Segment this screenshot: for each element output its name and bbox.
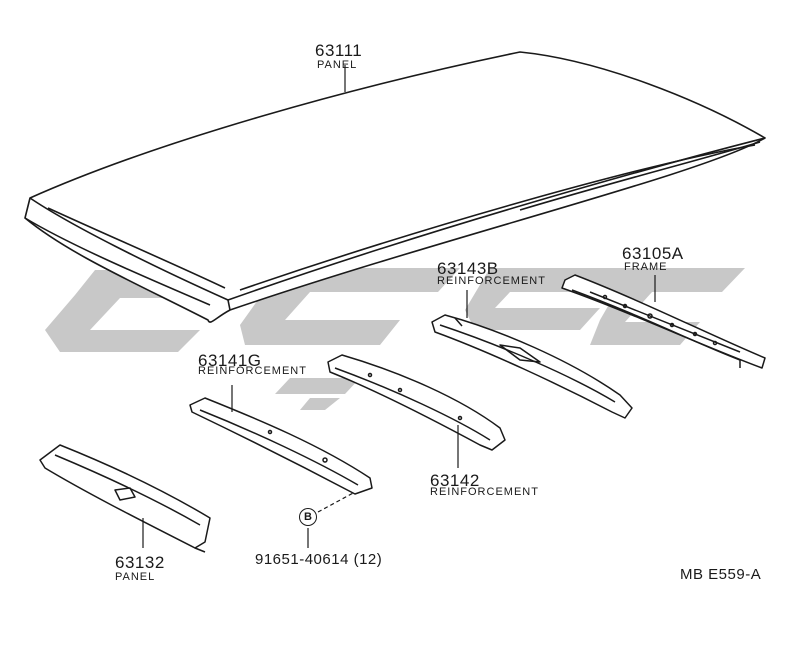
part-name-63105a: FRAME bbox=[624, 261, 668, 273]
panel-63132 bbox=[39, 444, 211, 553]
part-name-63132: PANEL bbox=[115, 571, 156, 583]
part-number-63143b: 63143B bbox=[437, 259, 499, 278]
bolt-part-number: 91651-40614 (12) bbox=[255, 551, 383, 568]
bolt-symbol-icon: B bbox=[299, 508, 317, 526]
reinforcement-63141g bbox=[189, 397, 373, 495]
part-number-63111: 63111 bbox=[315, 41, 363, 60]
bolt-leader-line bbox=[317, 491, 356, 513]
frame-63105a bbox=[561, 274, 766, 369]
part-name-63143b: REINFORCEMENT bbox=[437, 275, 546, 287]
part-number-63141g: 63141G bbox=[198, 351, 262, 370]
part-number-63132: 63132 bbox=[115, 553, 165, 572]
part-name-63111: PANEL bbox=[317, 59, 358, 71]
reinforcement-63142 bbox=[327, 354, 506, 451]
part-name-63141g: REINFORCEMENT bbox=[198, 365, 307, 377]
reinforcement-63143b bbox=[431, 314, 633, 419]
part-name-63142: REINFORCEMENT bbox=[430, 486, 539, 498]
part-number-63105a: 63105A bbox=[622, 244, 684, 263]
part-number-63142: 63142 bbox=[430, 471, 480, 490]
roof-panel-63111 bbox=[24, 51, 766, 323]
diagram-code: MB E559-A bbox=[680, 566, 762, 583]
